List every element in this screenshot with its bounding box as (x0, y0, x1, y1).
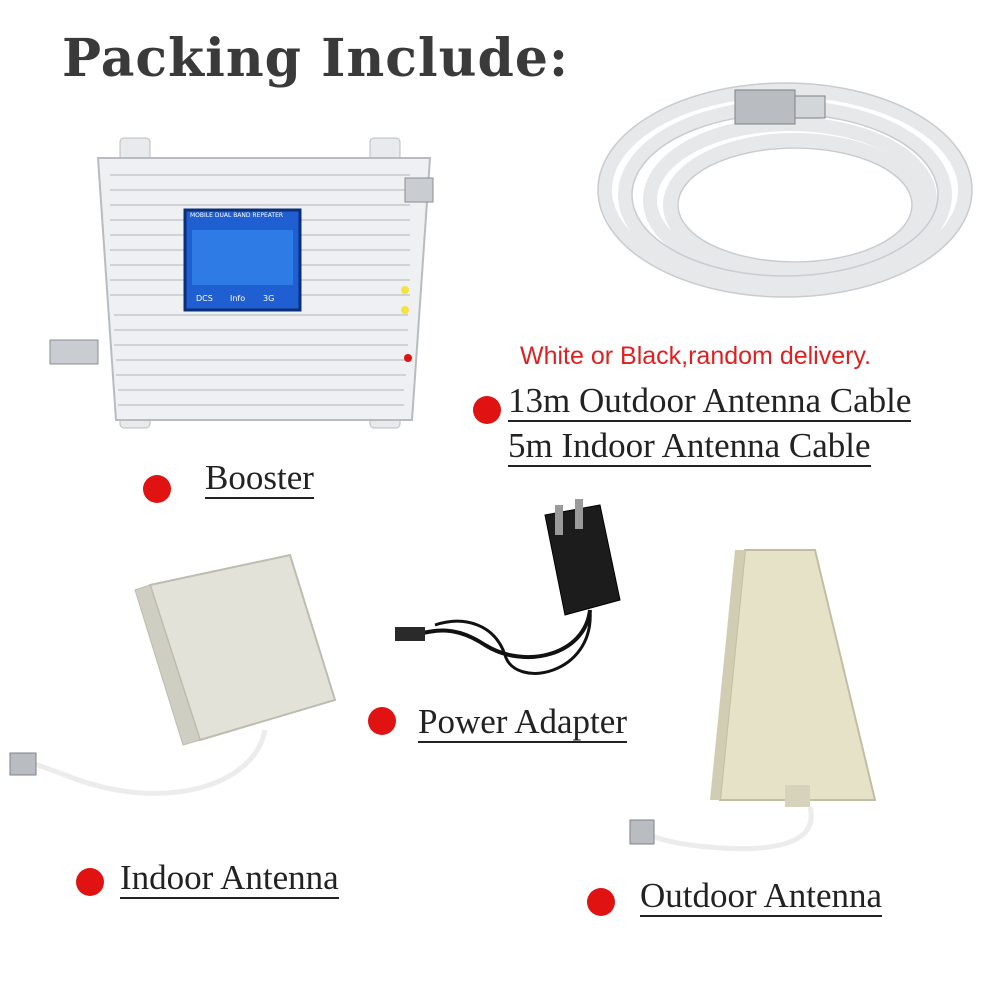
booster-screen-middle: Info (230, 294, 246, 303)
outdoor-antenna-bullet (587, 888, 615, 916)
indoor-antenna-label: Indoor Antenna (120, 858, 339, 899)
cable-bullet (473, 396, 501, 424)
outdoor-cable-label: 13m Outdoor Antenna Cable (508, 381, 912, 422)
booster-label: Booster (205, 458, 314, 499)
booster-bullet (143, 475, 171, 503)
indoor-antenna-image (9, 553, 337, 796)
indoor-antenna-bullet (76, 868, 104, 896)
color-note: White or Black,random delivery. (520, 342, 872, 370)
page-title: Packing Include: (62, 28, 570, 89)
power-adapter-bullet (368, 707, 396, 735)
cable-coil-image (597, 82, 973, 298)
booster-screen-left: DCS (196, 294, 213, 303)
booster-screen-right: 3G (263, 294, 275, 303)
booster-image (49, 137, 434, 429)
power-adapter-label: Power Adapter (418, 702, 627, 743)
outdoor-antenna-image (629, 549, 877, 852)
power-adapter-image (395, 499, 621, 675)
outdoor-antenna-label: Outdoor Antenna (640, 876, 883, 917)
indoor-cable-label: 5m Indoor Antenna Cable (508, 426, 871, 467)
booster-screen-header: MOBILE DUAL BAND REPEATER (190, 212, 284, 219)
